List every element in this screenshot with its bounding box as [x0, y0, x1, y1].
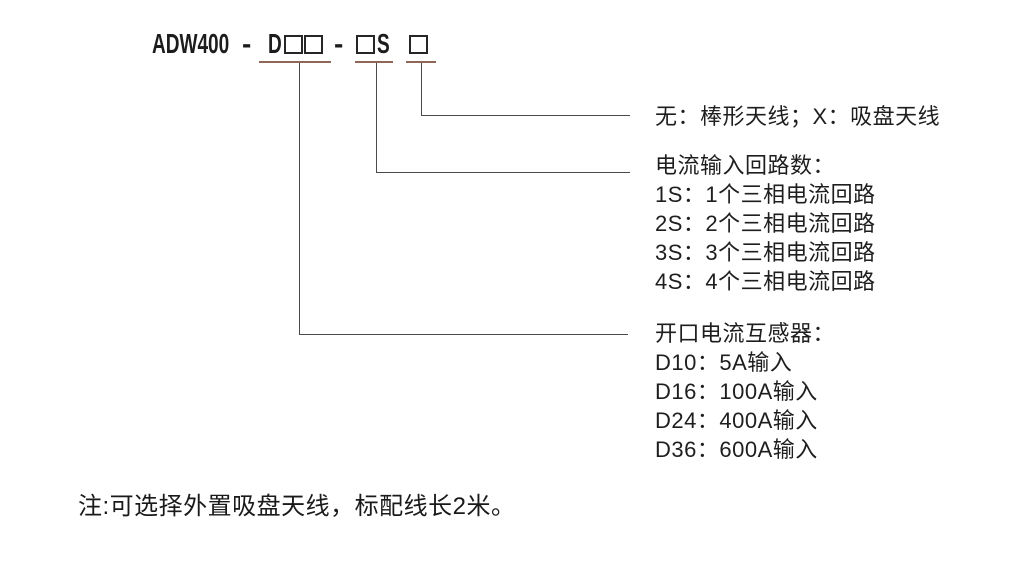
ct-option-d36: D36：600A输入: [655, 437, 818, 462]
loops-option-3s: 3S：3个三相电流回路: [655, 240, 876, 265]
antenna-option-label: 无：棒形天线；X：吸盘天线: [655, 102, 940, 131]
ct-code-prefix: D: [268, 28, 282, 59]
underline-ct-code: [259, 61, 331, 63]
ct-code-box-1: [284, 35, 303, 54]
underline-antenna-code: [406, 61, 436, 63]
ct-code-box-2: [304, 35, 323, 54]
ct-section-title: 开口电流互感器：: [655, 321, 836, 346]
connector-loops-horizontal: [376, 172, 630, 173]
model-dash-1: -: [242, 28, 252, 59]
note-text: 注:可选择外置吸盘天线，标配线长2米。: [78, 493, 516, 520]
underline-loop-code: [355, 61, 393, 63]
connector-ct-vertical: [299, 63, 300, 334]
connector-loops-vertical: [376, 63, 377, 172]
model-series-text: ADW400: [152, 28, 230, 59]
loop-count-box: [356, 35, 375, 54]
loops-options-block: 电流输入回路数： 1S：1个三相电流回路 2S：2个三相电流回路 3S：3个三相…: [655, 151, 876, 296]
loops-option-1s: 1S：1个三相电流回路: [655, 182, 876, 207]
connector-ct-horizontal: [299, 334, 628, 335]
connector-antenna-vertical: [421, 63, 422, 115]
ct-options-block: 开口电流互感器： D10：5A输入 D16：100A输入 D24：400A输入 …: [655, 319, 835, 464]
loops-option-2s: 2S：2个三相电流回路: [655, 211, 876, 236]
connector-antenna-horizontal: [421, 115, 630, 116]
ct-option-d16: D16：100A输入: [655, 379, 818, 404]
loop-suffix-text: S: [377, 28, 390, 59]
model-dash-2: -: [334, 28, 344, 59]
loops-option-4s: 4S：4个三相电流回路: [655, 269, 876, 294]
ct-option-d24: D24：400A输入: [655, 408, 818, 433]
antenna-code-box: [409, 35, 428, 54]
loops-section-title: 电流输入回路数：: [655, 153, 836, 178]
antenna-option-text: 无：棒形天线；X：吸盘天线: [655, 104, 941, 129]
ct-option-d10: D10：5A输入: [655, 350, 793, 375]
